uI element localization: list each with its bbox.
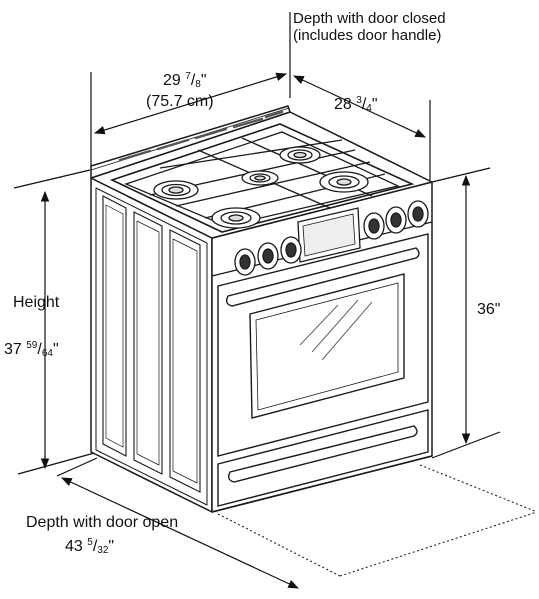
cooktop-height-value: 36"	[477, 301, 501, 318]
knob-icon	[234, 248, 256, 276]
open-door-footprint	[217, 464, 538, 577]
burners	[153, 146, 369, 229]
height-value: 37 59/64"	[4, 340, 59, 359]
depth-closed-title: Depth with door closed (includes door ha…	[293, 10, 446, 44]
depth-open-arrow	[61, 477, 299, 589]
knob-icon	[257, 242, 279, 270]
width-metric: (75.7 cm)	[146, 93, 214, 110]
knob-icon	[280, 236, 302, 264]
width-arrow	[93, 72, 288, 135]
side-panel-recesses	[102, 195, 201, 493]
height-extension-bottom	[17, 451, 99, 475]
depth-closed-arrow	[293, 75, 426, 138]
height-extension-top	[13, 169, 91, 189]
height-title: Height	[13, 294, 60, 311]
cooktop-extension-bottom	[431, 431, 501, 459]
oven-door-handle	[225, 247, 420, 307]
burner-icon	[319, 171, 369, 193]
control-panel	[211, 200, 433, 277]
depth-open-extension	[56, 457, 98, 477]
drawer-handle	[227, 425, 418, 483]
burner-icon	[211, 207, 261, 229]
burner-icon	[241, 170, 279, 186]
base-line	[211, 455, 433, 513]
backguard-vents	[118, 110, 284, 162]
width-value: 29 7/8"	[163, 71, 207, 90]
storage-drawer	[217, 409, 429, 507]
oven-door	[217, 233, 429, 457]
burner-icon	[153, 180, 199, 200]
depth-open-value: 43 5/32"	[65, 537, 115, 556]
depth-closed-title-line2: (includes door handle)	[293, 27, 442, 44]
cooktop-extension-top	[431, 167, 491, 183]
depth-closed-title-line1: Depth with door closed	[293, 10, 446, 27]
burner-icon	[279, 146, 321, 164]
depth-closed-value: 28 3/4"	[334, 95, 378, 114]
dimension-lines	[13, 12, 501, 589]
knob-icon	[385, 206, 407, 234]
knob-icon	[363, 212, 385, 240]
knob-icon	[407, 200, 429, 228]
depth-open-title: Depth with door open	[26, 514, 179, 531]
